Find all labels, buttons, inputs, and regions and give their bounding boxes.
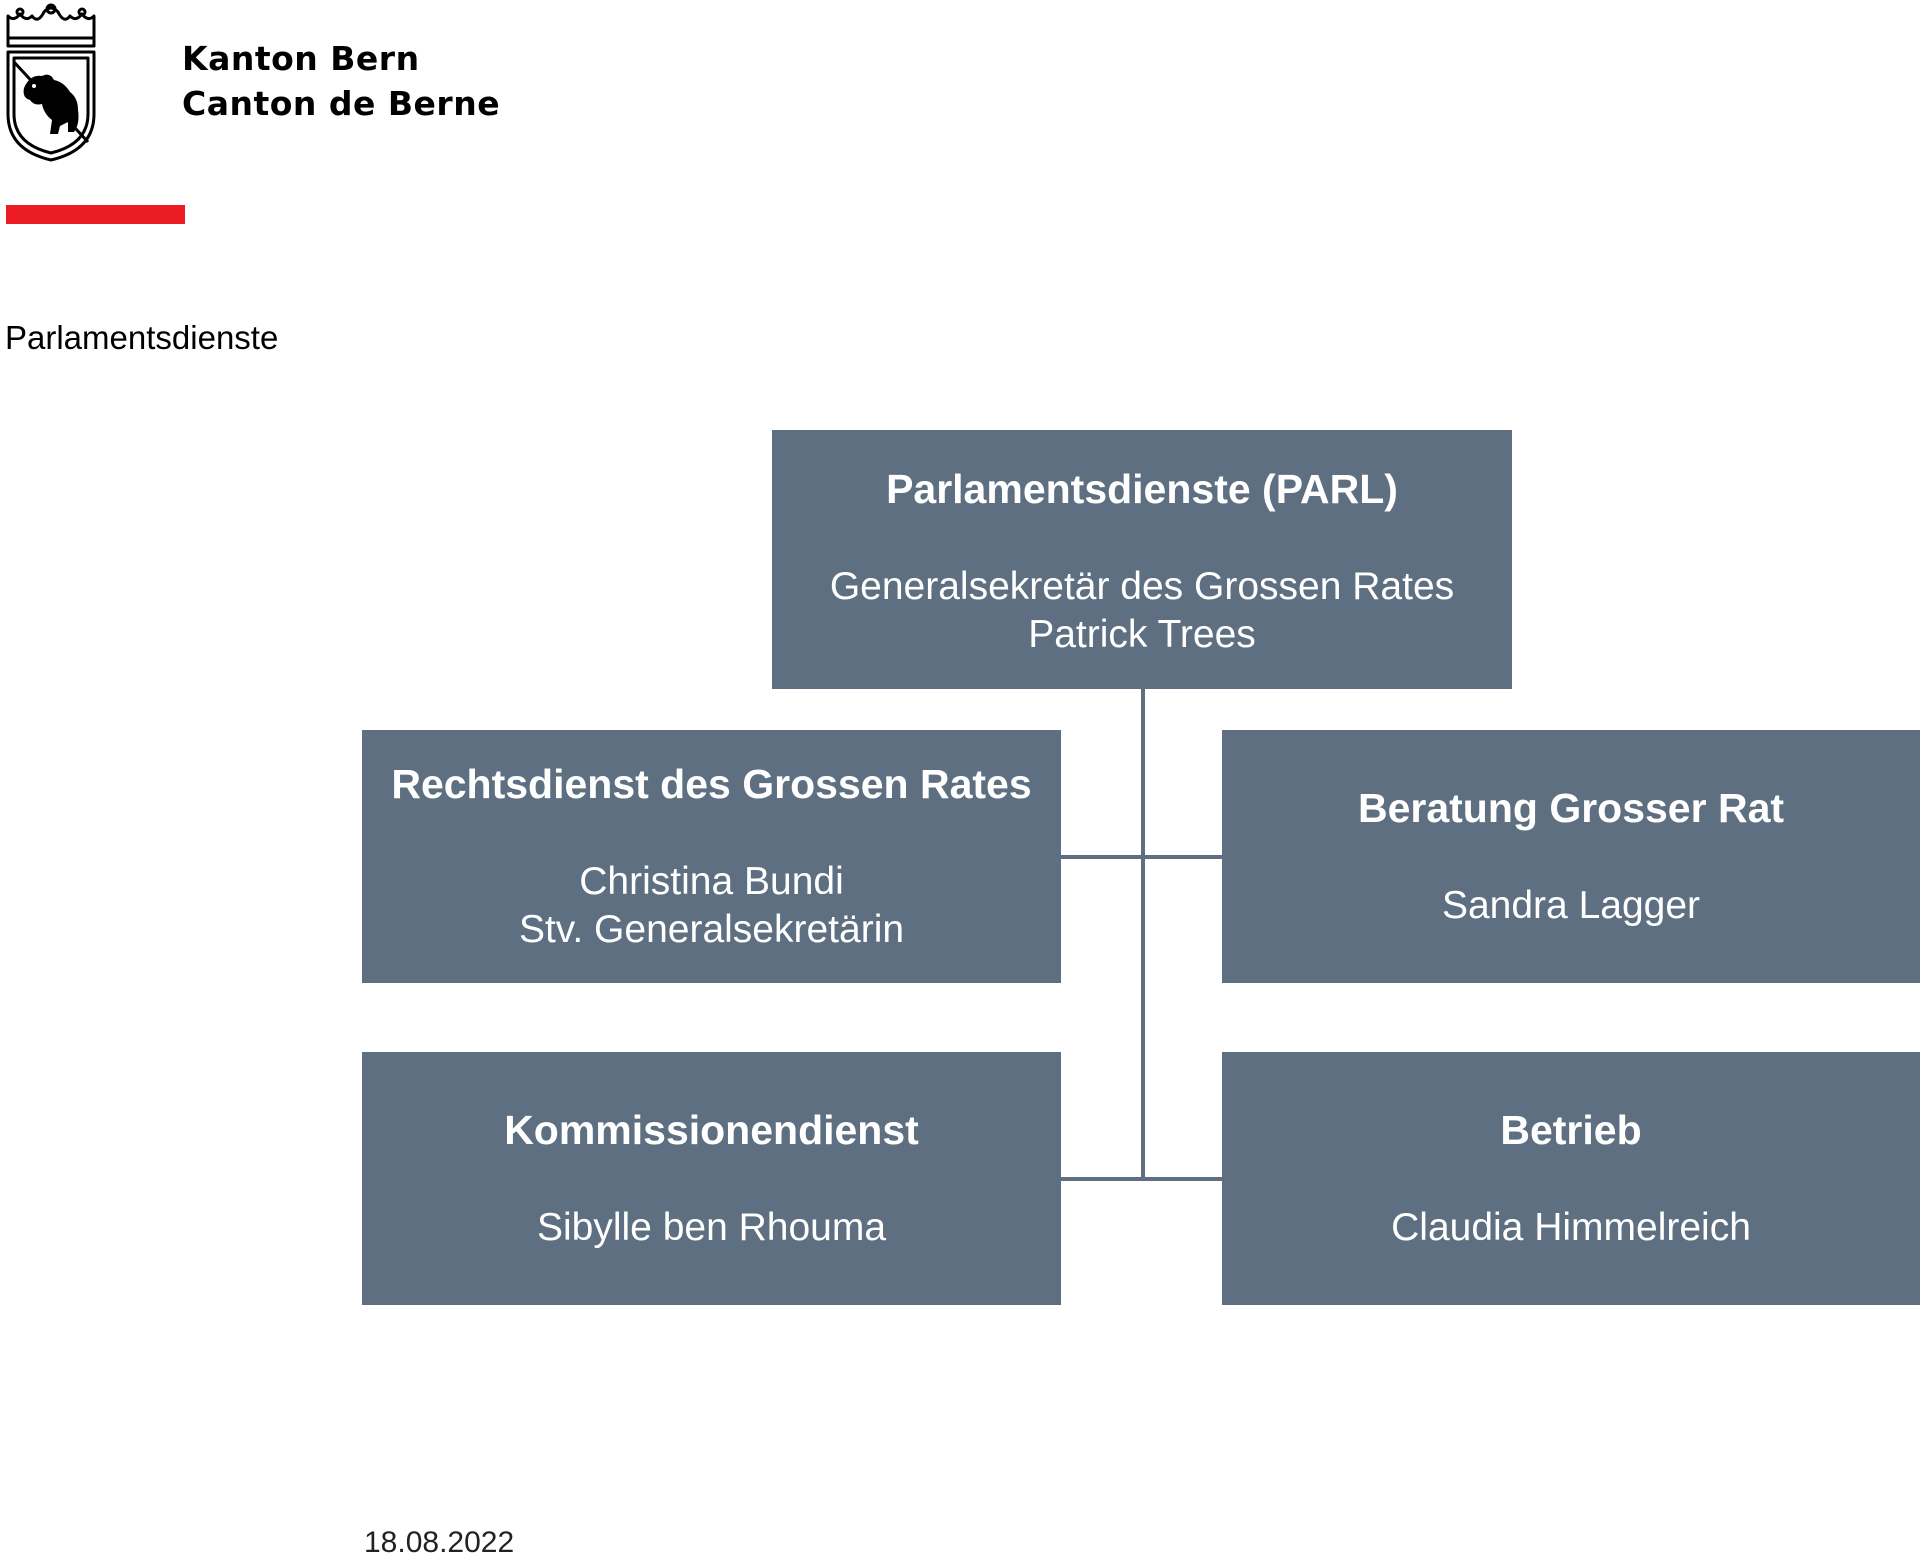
org-box-person: Claudia Himmelreich [1391,1206,1751,1249]
brand-line-french: Canton de Berne [182,84,501,123]
connector-row-2 [1061,1177,1224,1181]
brand-name: Kanton Bern Canton de Berne [182,36,500,126]
org-box-role: Generalsekretär des Grossen Rates [829,565,1455,608]
org-box-title: Kommissionendienst [504,1107,919,1153]
page-title: Parlamentsdienste [5,319,279,356]
org-box-person: Patrick Trees [1028,613,1256,656]
bern-coat-of-arms-icon [6,3,96,162]
org-box-title: Beratung Grosser Rat [1357,785,1785,831]
org-box-role: Stv. Generalsekretärin [518,908,905,951]
brand-line-german: Kanton Bern [182,39,420,78]
org-box-person: Sandra Lagger [1441,884,1701,927]
org-box-title: Betrieb [1500,1107,1642,1153]
org-box-beratung: Beratung Grosser Rat Sandra Lagger [1222,730,1920,983]
org-box-rechtsdienst: Rechtsdienst des Grossen Rates Christina… [362,730,1061,983]
org-box-person: Sibylle ben Rhouma [536,1206,887,1249]
connector-vertical [1141,688,1145,1179]
footer-date: 18.08.2022 [364,1526,515,1559]
org-box-kommissionendienst: Kommissionendienst Sibylle ben Rhouma [362,1052,1061,1305]
org-box-person: Christina Bundi [579,860,844,903]
org-box-betrieb: Betrieb Claudia Himmelreich [1222,1052,1920,1305]
connector-row-1 [1061,855,1224,859]
org-box-root: Parlamentsdienste (PARL) Generalsekretär… [772,430,1512,689]
org-box-title: Rechtsdienst des Grossen Rates [391,761,1032,807]
accent-bar [6,205,185,224]
org-box-title: Parlamentsdienste (PARL) [886,466,1398,512]
